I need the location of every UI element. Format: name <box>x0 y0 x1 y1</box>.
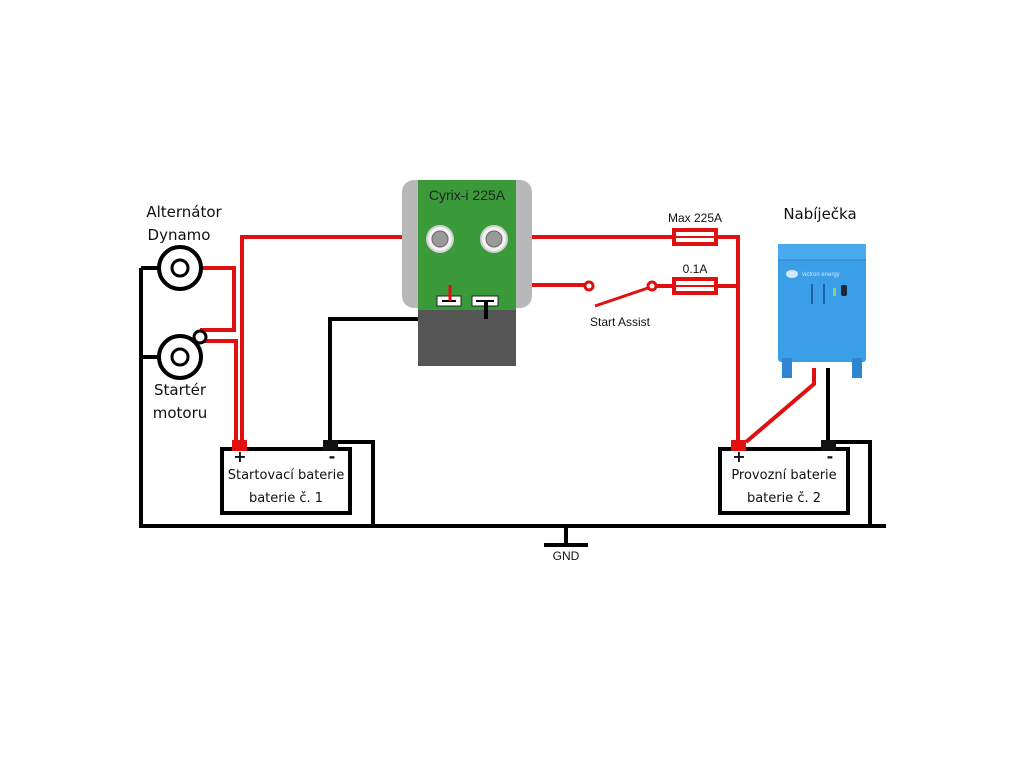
alternator-label-2: Dynamo <box>148 226 211 244</box>
battery2-label-2: baterie č. 2 <box>747 491 821 506</box>
alternator-positive-wire <box>200 266 236 332</box>
switch-lever[interactable] <box>594 286 649 308</box>
battery2-minus-terminal <box>821 440 836 451</box>
charger-status-led <box>833 288 836 296</box>
battery2-plus-sign: + <box>732 447 745 466</box>
battery1-label-1: Startovací baterie <box>228 468 345 483</box>
charger-knob <box>841 285 847 296</box>
charger-foot-right <box>852 358 862 378</box>
battery1-plus-sign: + <box>233 447 246 466</box>
fuse-main-label: Max 225A <box>668 211 722 225</box>
battery1-body <box>220 447 352 515</box>
switch-contact-right <box>646 280 658 292</box>
cyrix-label: Cyrix-i 225A <box>429 187 506 203</box>
starter-inner-circle <box>170 347 190 367</box>
fuse-main: Max 225A <box>668 211 722 246</box>
positive-wires <box>200 235 816 444</box>
battery-2: + - Provozní baterie baterie č. 2 <box>718 440 850 515</box>
starter-terminal <box>192 329 208 345</box>
battery-1: + - Startovací baterie baterie č. 1 <box>220 440 352 515</box>
battery1-minus-sign: - <box>329 447 336 466</box>
cyrix-relay: Cyrix-i 225A <box>402 180 532 366</box>
charger-foot-left <box>782 358 792 378</box>
battery1-to-cyrix-wire <box>240 235 432 442</box>
battery1-label-2: baterie č. 1 <box>249 491 323 506</box>
gnd-label: GND <box>553 549 580 563</box>
charger-body <box>778 244 866 362</box>
charger-led-bar-2 <box>823 284 825 304</box>
starter-positive-wire <box>204 339 238 442</box>
cyrix-terminal-right <box>480 225 508 253</box>
battery2-ground-wire <box>828 440 872 526</box>
start-assist-switch[interactable]: Start Assist <box>583 280 658 329</box>
battery2-plus-terminal <box>731 440 746 451</box>
alternator: Alternátor Dynamo <box>146 203 223 291</box>
charger-led-bar-1 <box>811 284 813 304</box>
switch-label: Start Assist <box>590 315 651 329</box>
starter-motor: Startér motoru <box>153 329 208 422</box>
charger-top <box>778 244 866 260</box>
charger-positive-wire <box>744 368 816 444</box>
switch-contact-left <box>583 280 595 292</box>
cyrix-terminal-left <box>426 225 454 253</box>
battery1-plus-terminal <box>232 440 247 451</box>
battery2-label-1: Provozní baterie <box>731 468 836 483</box>
charger: Nabíječka victron energy <box>778 205 866 378</box>
ground-bus-wire <box>139 268 886 528</box>
charger-label: Nabíječka <box>783 205 856 223</box>
cyrix-base <box>418 308 516 366</box>
battery2-body <box>718 447 850 515</box>
fuse-small: 0.1A <box>672 262 718 295</box>
battery1-ground-wire <box>330 440 375 526</box>
starter-label-2: motoru <box>153 404 208 422</box>
victron-logo-icon <box>786 270 798 278</box>
alternator-label-1: Alternátor <box>146 203 222 221</box>
battery1-minus-terminal <box>323 440 338 451</box>
charger-brand: victron energy <box>802 272 840 278</box>
fuse-to-battery2-wire <box>716 235 740 442</box>
alternator-inner-circle <box>170 258 190 278</box>
battery2-minus-sign: - <box>827 447 834 466</box>
fuse-small-label: 0.1A <box>683 262 708 276</box>
starter-label-1: Startér <box>154 381 207 399</box>
